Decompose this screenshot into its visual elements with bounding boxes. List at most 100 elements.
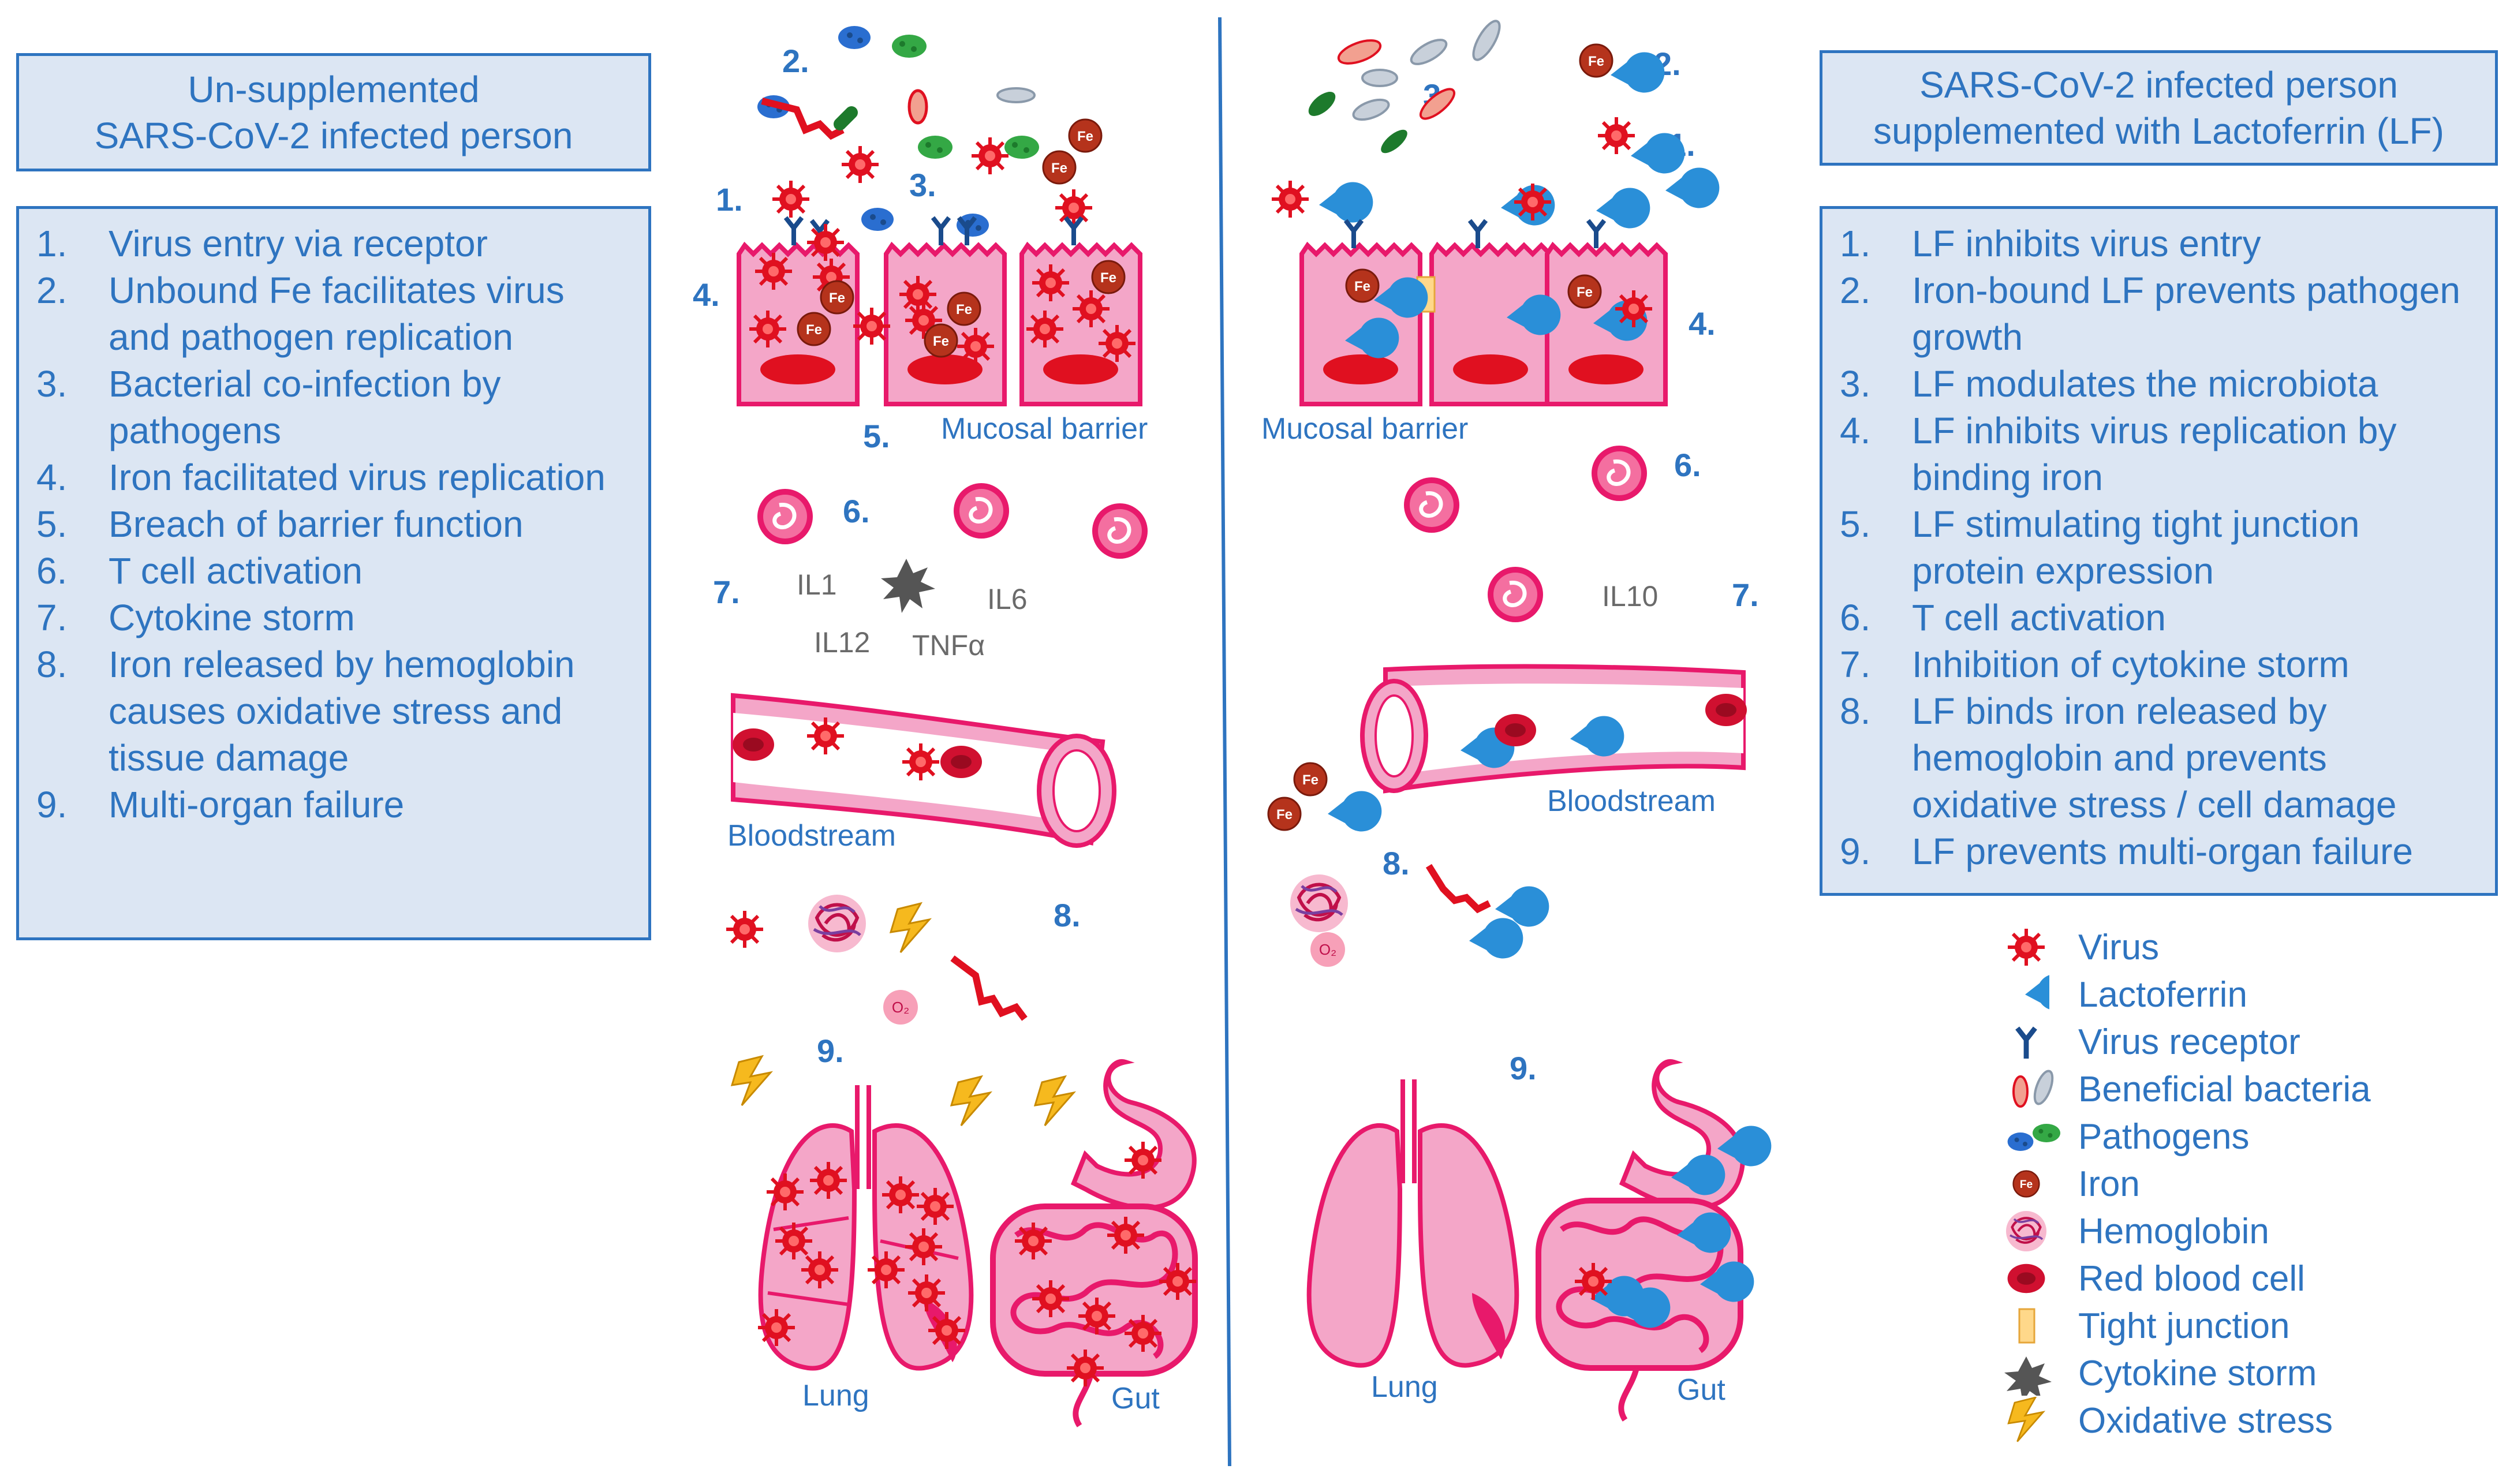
tight-junction-icon xyxy=(2003,1302,2078,1350)
step-text: Inhibition of cytokine storm xyxy=(1912,644,2350,685)
left-cytokine-tnfa: TNFα xyxy=(912,629,985,661)
left-step-5: 5. xyxy=(863,418,890,454)
left-title-box: Un-supplemented SARS-CoV-2 infected pers… xyxy=(16,53,651,171)
step-item: 6. T cell activation xyxy=(36,548,631,595)
left-diagram: 2. 1. 3. 4. 5. 6. 7. 8. 9. xyxy=(693,26,1198,1427)
step-number: 2. xyxy=(1840,270,1871,311)
right-mucosal-barrier-label: Mucosal barrier xyxy=(1261,412,1468,446)
step-item: 1.LF inhibits virus entry xyxy=(1840,220,2478,267)
left-step-3: 3. xyxy=(909,167,936,203)
red-blood-cell-icon xyxy=(2003,1255,2078,1302)
hemoglobin-icon xyxy=(2003,1208,2078,1255)
left-step-1: 1. xyxy=(716,181,743,218)
step-text: Iron facilitated virus replication xyxy=(109,457,606,498)
step-text: T cell activation xyxy=(1912,597,2166,638)
step-item: 6. T cell activation xyxy=(1840,595,2478,641)
legend-item: Lactoferrin xyxy=(2003,971,2371,1018)
legend-item: Iron xyxy=(2003,1160,2371,1208)
legend-item: Virus xyxy=(2003,924,2371,971)
step-number: 5. xyxy=(36,503,68,545)
step-item: 5. Breach of barrier function xyxy=(36,501,631,548)
right-title-box: SARS-CoV-2 infected person supplemented … xyxy=(1820,50,2498,166)
legend-item: Tight junction xyxy=(2003,1302,2371,1350)
step-text: T cell activation xyxy=(109,550,363,592)
left-title-line1: Un-supplemented xyxy=(188,68,480,110)
left-cytokine-il12: IL12 xyxy=(814,626,870,659)
left-lungs xyxy=(758,1085,974,1371)
right-title-line2: supplemented with Lactoferrin (LF) xyxy=(1873,110,2444,152)
left-lung-label: Lung xyxy=(802,1379,869,1412)
step-item: 4.LF inhibits virus replication by bindi… xyxy=(1840,408,2478,501)
step-number: 4. xyxy=(36,457,68,498)
beneficial-bacteria-icon xyxy=(2003,1066,2078,1113)
left-step-4: 4. xyxy=(693,276,720,313)
step-number: 1. xyxy=(1840,223,1871,264)
lactoferrin-icon xyxy=(2003,971,2078,1018)
right-step-9: 9. xyxy=(1510,1050,1537,1086)
right-gut-label: Gut xyxy=(1677,1373,1725,1407)
step-item: 4. Iron facilitated virus replication xyxy=(36,454,631,501)
legend-label: Virus xyxy=(2078,927,2160,967)
legend-item: Oxidative stress xyxy=(2003,1397,2371,1444)
step-number: 9. xyxy=(36,784,68,825)
left-step-7: 7. xyxy=(713,574,740,610)
legend-label: Red blood cell xyxy=(2078,1258,2305,1299)
cytokine-storm-icon xyxy=(2003,1350,2078,1397)
center-divider xyxy=(1218,17,1231,1467)
oxidative-stress-icon xyxy=(2003,1397,2078,1444)
legend-label: Iron xyxy=(2078,1164,2140,1204)
right-step-6: 6. xyxy=(1674,447,1701,483)
step-item: 9.Multi-organ failure xyxy=(36,782,631,828)
left-gut-label: Gut xyxy=(1111,1382,1160,1415)
legend-item: Hemoglobin xyxy=(2003,1208,2371,1255)
left-step-6: 6. xyxy=(843,493,870,529)
step-number: 3. xyxy=(36,363,68,405)
step-item: 1.Virus entry via receptor xyxy=(36,220,631,267)
right-cytokine-il10: IL10 xyxy=(1602,580,1658,612)
legend-item: Beneficial bacteria xyxy=(2003,1066,2371,1113)
step-item: 8.Iron released by hemoglobin causes oxi… xyxy=(36,641,631,782)
left-bloodstream-label: Bloodstream xyxy=(727,819,896,853)
step-item: 2.Unbound Fe facilitates virus and patho… xyxy=(36,267,631,361)
step-text: Breach of barrier function xyxy=(109,503,524,545)
legend-label: Hemoglobin xyxy=(2078,1211,2269,1251)
left-gut xyxy=(990,1059,1198,1427)
step-text: Iron released by hemoglobin causes oxida… xyxy=(109,644,575,779)
right-step-8: 8. xyxy=(1383,845,1410,881)
legend-label: Lactoferrin xyxy=(2078,974,2247,1015)
left-step-2: 2. xyxy=(782,43,809,79)
left-step-8: 8. xyxy=(1054,897,1081,933)
legend-label: Tight junction xyxy=(2078,1306,2290,1346)
step-number: 6. xyxy=(1840,597,1871,638)
step-text: Cytokine storm xyxy=(109,597,355,638)
step-text: LF prevents multi-organ failure xyxy=(1912,831,2413,872)
right-title-line1: SARS-CoV-2 infected person xyxy=(1919,64,2398,106)
legend-item: Red blood cell xyxy=(2003,1255,2371,1302)
step-number: 8. xyxy=(1840,690,1871,732)
step-item: 2.Iron-bound LF prevents pathogen growth xyxy=(1840,267,2478,361)
legend-item: Pathogens xyxy=(2003,1113,2371,1160)
step-text: LF inhibits virus replication by binding… xyxy=(1912,410,2397,498)
left-cytokine-il1: IL1 xyxy=(797,569,837,601)
step-item: 8.LF binds iron released by hemoglobin a… xyxy=(1840,688,2478,828)
step-text: LF modulates the microbiota xyxy=(1912,363,2378,405)
step-text: LF stimulating tight junction protein ex… xyxy=(1912,503,2360,592)
step-text: Virus entry via receptor xyxy=(109,223,488,264)
left-cytokine-il6: IL6 xyxy=(987,583,1028,615)
legend-item: Cytokine storm xyxy=(2003,1350,2371,1397)
step-number: 6. xyxy=(36,550,68,592)
legend-label: Cytokine storm xyxy=(2078,1353,2317,1393)
step-number: 7. xyxy=(36,597,68,638)
left-cytokine-storm-icon xyxy=(881,559,935,613)
step-item: 7. Inhibition of cytokine storm xyxy=(1840,641,2478,688)
step-text: Unbound Fe facilitates virus and pathoge… xyxy=(109,270,565,358)
step-item: 5.LF stimulating tight junction protein … xyxy=(1840,501,2478,595)
legend-label: Pathogens xyxy=(2078,1116,2250,1157)
left-step-9: 9. xyxy=(817,1033,844,1069)
step-number: 7. xyxy=(1840,644,1871,685)
